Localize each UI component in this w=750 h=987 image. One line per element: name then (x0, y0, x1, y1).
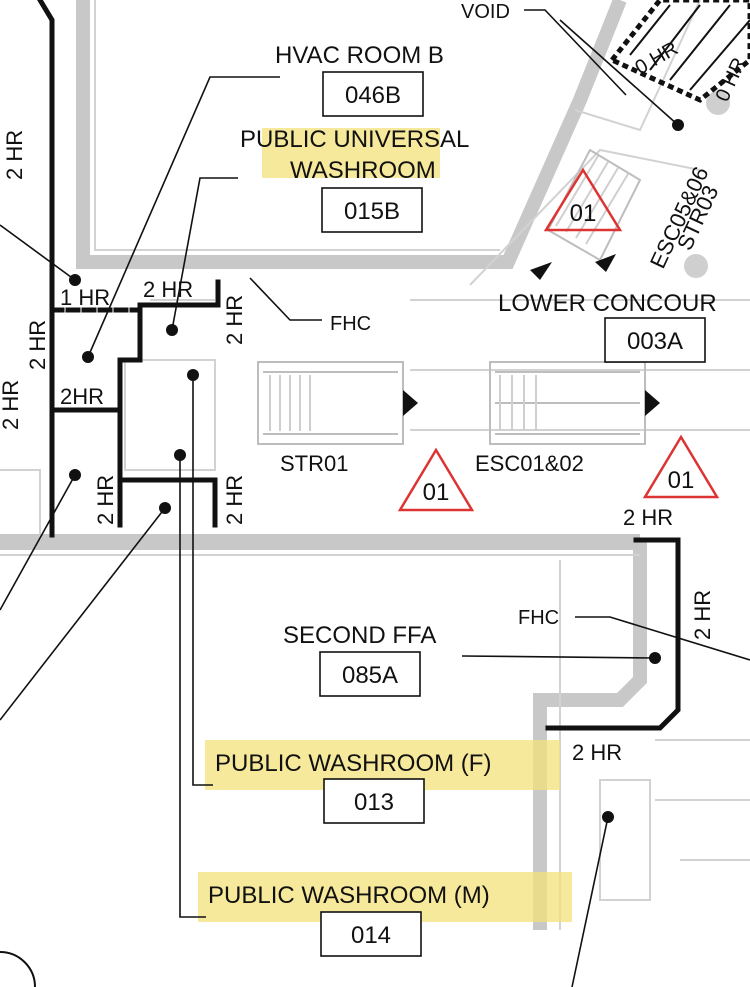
room-tag-box-015b (321, 187, 423, 233)
detail-callout-circle (0, 951, 36, 987)
room-tag-box-085a (319, 651, 421, 697)
room-tag-box-013 (323, 778, 425, 824)
rating-left-vertical: 2 HR (2, 130, 27, 180)
room-name-hvac-b: HVAC ROOM B (275, 42, 444, 69)
rating-2hr-tight: 2HR (60, 384, 104, 409)
room-number-015b: 015B (344, 198, 400, 225)
label-fhc-top: FHC (330, 313, 371, 335)
triangle-tag-3: 01 (642, 434, 720, 499)
room-name-washroom-f: PUBLIC WASHROOM (F) (215, 750, 491, 777)
rating-vert-c: 2 HR (93, 475, 118, 525)
room-number-014: 014 (351, 922, 391, 949)
label-fhc-right: FHC (518, 607, 559, 629)
room-name-universal-2: WASHROOM (290, 157, 436, 184)
rating-left-edge: 2 HR (0, 380, 23, 430)
triangle-tag-3-text: 01 (668, 467, 695, 494)
room-number-085a: 085A (342, 662, 398, 689)
label-esc01-02: ESC01&02 (475, 451, 584, 476)
triangle-tag-1: 01 (543, 167, 623, 232)
leader-lines (0, 9, 750, 987)
rating-right-top: 2 HR (623, 505, 673, 530)
label-0hr-b: 0 HR (712, 55, 750, 106)
triangle-tag-2-text: 01 (423, 479, 450, 506)
rating-vert-a: 2 HR (222, 295, 247, 345)
room-name-second-ffa: SECOND FFA (283, 622, 436, 649)
escalator-esc01-02 (489, 361, 660, 445)
void-hatch (608, 0, 750, 103)
room-name-universal-1: PUBLIC UNIVERSAL (240, 126, 469, 153)
rating-right-vertical: 2 HR (690, 590, 715, 640)
triangle-tag-2: 01 (397, 447, 475, 512)
escalator-str01 (257, 361, 418, 445)
triangle-tag-1-text: 01 (570, 200, 597, 227)
leader-dots (69, 119, 684, 823)
room-name-washroom-m: PUBLIC WASHROOM (M) (208, 882, 490, 909)
rating-vert-d: 2 HR (222, 475, 247, 525)
rating-1hr: 1 HR (60, 285, 110, 310)
label-void: VOID (461, 1, 510, 23)
rating-right-bottom: 2 HR (572, 740, 622, 765)
room-number-046b: 046B (345, 82, 401, 109)
room-number-013: 013 (354, 789, 394, 816)
rating-top-2hr: 2 HR (143, 277, 193, 302)
existing-walls (0, 0, 750, 930)
stair-str03 (530, 148, 642, 280)
room-number-003a: 003A (627, 328, 683, 355)
rating-vert-b: 2 HR (25, 320, 50, 370)
room-tag-box-014 (320, 911, 422, 957)
label-str01: STR01 (280, 451, 348, 476)
room-tag-box-046b (322, 71, 424, 117)
fire-rated-walls (37, 0, 681, 731)
room-tag-box-003a (604, 317, 706, 363)
highlight-universal (262, 128, 440, 178)
room-name-concourse: LOWER CONCOUR (498, 290, 717, 317)
